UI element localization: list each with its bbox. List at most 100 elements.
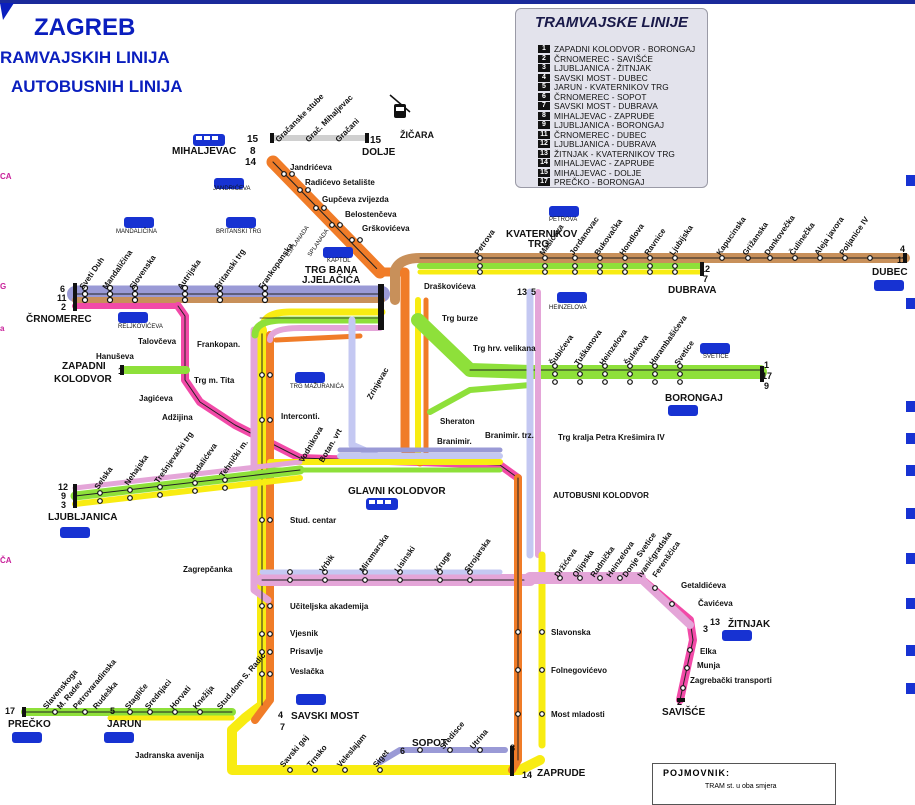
legend-row: 1 ZAPADNI KOLODVOR - BORONGAJ [538, 44, 695, 54]
station-label: 3 [61, 500, 67, 510]
legend-line-number: 4 [538, 73, 550, 82]
legend-line-name: LJUBLJANICA - ŽITNJAK [554, 63, 652, 73]
legend-row: 6 ČRNOMEREC - SOPOT [538, 92, 647, 102]
station-label: Branimir. trz. [485, 431, 534, 440]
station-label: Draškovićeva [424, 282, 476, 291]
cable-car-icon [389, 94, 411, 118]
terminal-zaprude: ZAPRUDE [537, 768, 586, 779]
station-label: 11 [57, 293, 67, 303]
pojmovnik-box: POJMOVNIK: TRAM st. u oba smjera [652, 763, 836, 805]
station-label: 2 [61, 302, 67, 312]
station-label: Belostenčeva [345, 210, 397, 219]
legend-line-number: 2 [538, 54, 550, 63]
svg-text:a: a [0, 324, 5, 333]
station-label: Hanuševa [96, 352, 134, 361]
title-line-2: AUTOBUSNIH LINIJA [11, 77, 183, 96]
legend-line-name: ČRNOMEREC - SOPOT [554, 91, 647, 102]
terminal-dubrava: DUBRAVA [668, 285, 717, 296]
station-label: 9 [764, 381, 770, 391]
terminal-savisce: SAVIŠĆE [662, 707, 706, 718]
legend-line-name: PREČKO - BORONGAJ [554, 177, 645, 187]
legend-line-number: 9 [538, 121, 550, 129]
terminal-mihaljevac: MIHALJEVAC [172, 146, 237, 157]
station-label: 8 [510, 743, 516, 753]
station-label: Elka [700, 647, 717, 656]
legend-line-number: 6 [538, 92, 550, 101]
legend-line-name: ZAPADNI KOLODVOR - BORONGAJ [554, 44, 696, 54]
terminal-savski-most: SAVSKI MOST [291, 711, 360, 722]
station-label: 15 [370, 135, 382, 146]
line-8-14-south [508, 474, 522, 774]
terminal-zitnjak: ŽITNJAK [728, 619, 771, 630]
station-label: 17 [762, 371, 773, 381]
station-label: SVETICE [703, 354, 729, 360]
station-label: Veslačka [290, 667, 324, 676]
top-border [0, 0, 915, 4]
station-label: Jadranska avenija [135, 751, 204, 760]
station-label: Trg m. Tita [194, 376, 235, 385]
legend-row: 12 LJUBLJANICA - DUBRAVA [538, 139, 656, 149]
legend-row: 3 LJUBLJANICA - ŽITNJAK [538, 63, 651, 73]
station-label: KOLODVOR [54, 374, 112, 385]
station-label: Talovčeva [138, 337, 177, 346]
station-label: Gupčeva zvijezda [322, 195, 389, 204]
line-4-core [227, 325, 545, 775]
legend-line-number: 3 [538, 64, 550, 72]
terminal-borongaj: BORONGAJ [665, 393, 723, 404]
terminal-zapadni: ZAPADNI [62, 361, 106, 372]
terminal-dolje: DOLJE [362, 147, 396, 158]
station-label: Sheraton [440, 417, 475, 426]
station-label: Frankopan. [197, 340, 241, 349]
station-label: 15 [247, 134, 259, 145]
station-label: Radićevo šetalište [305, 178, 375, 187]
station-label: Branimir. [437, 437, 472, 446]
legend-row: 5 JARUN - KVATERNIKOV TRG [538, 82, 669, 92]
bus-icons [12, 134, 915, 743]
station-label: 9 [61, 491, 67, 501]
station-label: RELJKOVIĆEVA [118, 324, 163, 330]
legend-line-name: JARUN - KVATERNIKOV TRG [554, 82, 669, 92]
legend-row: 8 MIHALJEVAC - ZAPRUĐE [538, 111, 655, 121]
station-label: Jagićeva [139, 394, 173, 403]
terminal-ljubljanica: LJUBLJANICA [48, 512, 118, 523]
station-label: PETROVA [549, 217, 578, 223]
station-label: 8 [250, 146, 256, 157]
legend-line-number: 1 [538, 45, 550, 53]
legend-line-name: MIHALJEVAC - ZAPRUĐE [554, 158, 655, 168]
station-label: Folnegovićevo [551, 666, 608, 675]
station-label: Munja [697, 661, 721, 670]
corner-mark [0, 3, 14, 20]
terminal-sopot: SOPOT [412, 738, 448, 749]
station-label: 1 [118, 366, 124, 376]
station-label: Trg burze [442, 314, 479, 323]
legend-line-number: 7 [538, 102, 550, 110]
title-line-1: RAMVAJSKIH LINIJA [0, 48, 170, 67]
terminal-zicara: ŽIČARA [400, 130, 434, 140]
pojmovnik-text: TRAM st. u oba smjera [705, 783, 777, 790]
station-label: 14 [245, 157, 257, 168]
legend-line-number: 8 [538, 111, 550, 120]
station-label: 3 [703, 624, 709, 634]
legend-line-name: MIHALJEVAC - ZAPRUĐE [554, 110, 655, 121]
station-label: Prisavlje [290, 647, 323, 656]
terminal-crnomerec: ČRNOMEREC [26, 314, 92, 325]
terminal-glavni-kolodvor: GLAVNI KOLODVOR [348, 486, 446, 497]
station-label: Grškovićeva [362, 224, 410, 233]
legend-line-name: MIHALJEVAC - DOLJE [554, 167, 642, 178]
svg-text:ČA: ČA [0, 556, 12, 565]
station-label: HEINZELOVA [549, 305, 587, 311]
station-label: Stud. centar [290, 516, 337, 525]
legend-line-number: 12 [538, 140, 550, 148]
legend-line-name: LJUBLJANICA - DUBRAVA [554, 139, 657, 149]
station-label: 2 [677, 697, 683, 707]
station-label: 4 [900, 244, 906, 254]
legend-line-number: 5 [538, 83, 550, 91]
station-label: Trg hrv. velikana [473, 344, 536, 353]
station-label: 14 [522, 770, 533, 780]
